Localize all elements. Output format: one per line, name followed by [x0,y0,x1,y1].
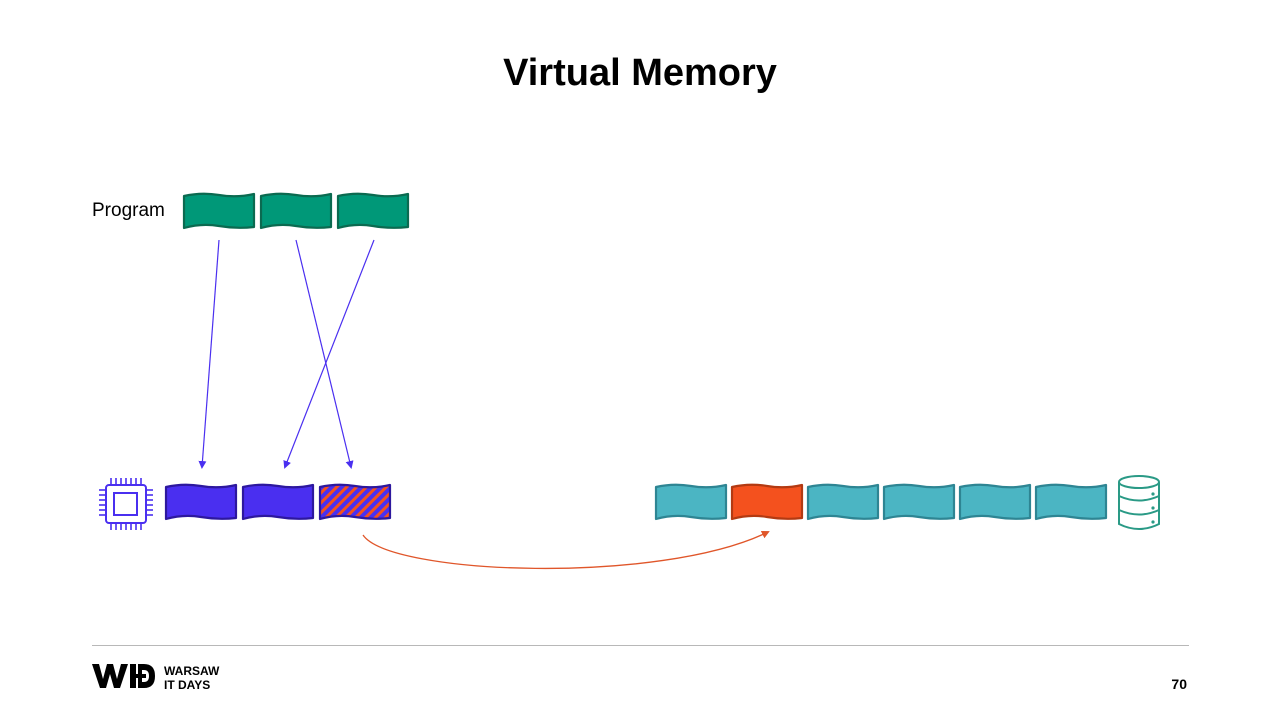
wid-logo-icon [92,664,155,688]
disk-page [958,483,1032,521]
disk-page [1034,483,1108,521]
cpu-chip-icon [99,478,153,530]
brand-line-2: IT DAYS [164,678,211,692]
ram-pages [164,483,392,521]
database-icon [1118,475,1160,530]
mapping-arrow [283,239,375,469]
brand-name: WARSAW IT DAYS [164,664,219,692]
disk-page [882,483,956,521]
page-number: 70 [1171,676,1187,692]
footer-divider [92,645,1189,646]
slide-title: Virtual Memory [503,52,777,94]
mapping-arrow [198,239,220,469]
program-page [336,192,410,230]
disk-page [654,483,728,521]
program-pages [182,192,410,230]
swap-arrow [362,531,770,570]
brand-line-1: WARSAW [164,664,220,678]
program-label: Program [92,200,165,221]
mapping-arrow [295,239,354,469]
disk-page [806,483,880,521]
disk-pages [654,483,1108,521]
ram-page [164,483,238,521]
program-page [182,192,256,230]
ram-page [241,483,315,521]
ram-page-swapped [318,483,392,521]
disk-page-swapped [730,483,804,521]
program-page [259,192,333,230]
mapping-arrows [198,239,375,469]
